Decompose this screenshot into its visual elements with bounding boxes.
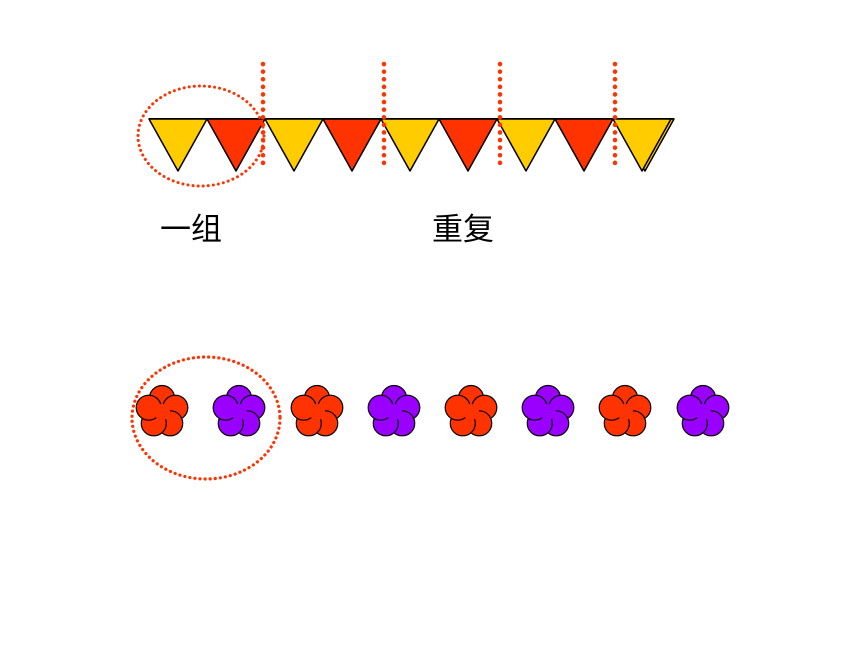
triangle-flag-icon (264, 118, 324, 172)
flower-icon (367, 384, 421, 437)
flower-icon (135, 384, 189, 437)
triangle-flag-icon (206, 118, 266, 172)
flag-row (148, 118, 675, 172)
flower-icon (598, 384, 652, 437)
flower-icon (521, 384, 575, 437)
flower-row (135, 384, 730, 437)
triangle-flag-icon (148, 118, 208, 172)
triangle-flag-icon (496, 118, 556, 172)
flower-icon (212, 384, 266, 437)
group-label: 一组 (160, 212, 222, 248)
triangle-flag-icon (612, 118, 672, 172)
triangle-flag-icon (438, 118, 498, 172)
repeat-label: 重复 (432, 212, 494, 248)
flower-group-ellipse (130, 355, 282, 481)
flower-icon (676, 384, 730, 437)
separator-lines (260, 61, 618, 167)
triangle-flag-icon (380, 118, 440, 172)
flower-icon (290, 384, 344, 437)
flower-icon (444, 384, 498, 437)
triangle-flag-icon (322, 118, 382, 172)
triangle-flag-icon (554, 118, 614, 172)
flag-group-ellipse (136, 84, 266, 188)
